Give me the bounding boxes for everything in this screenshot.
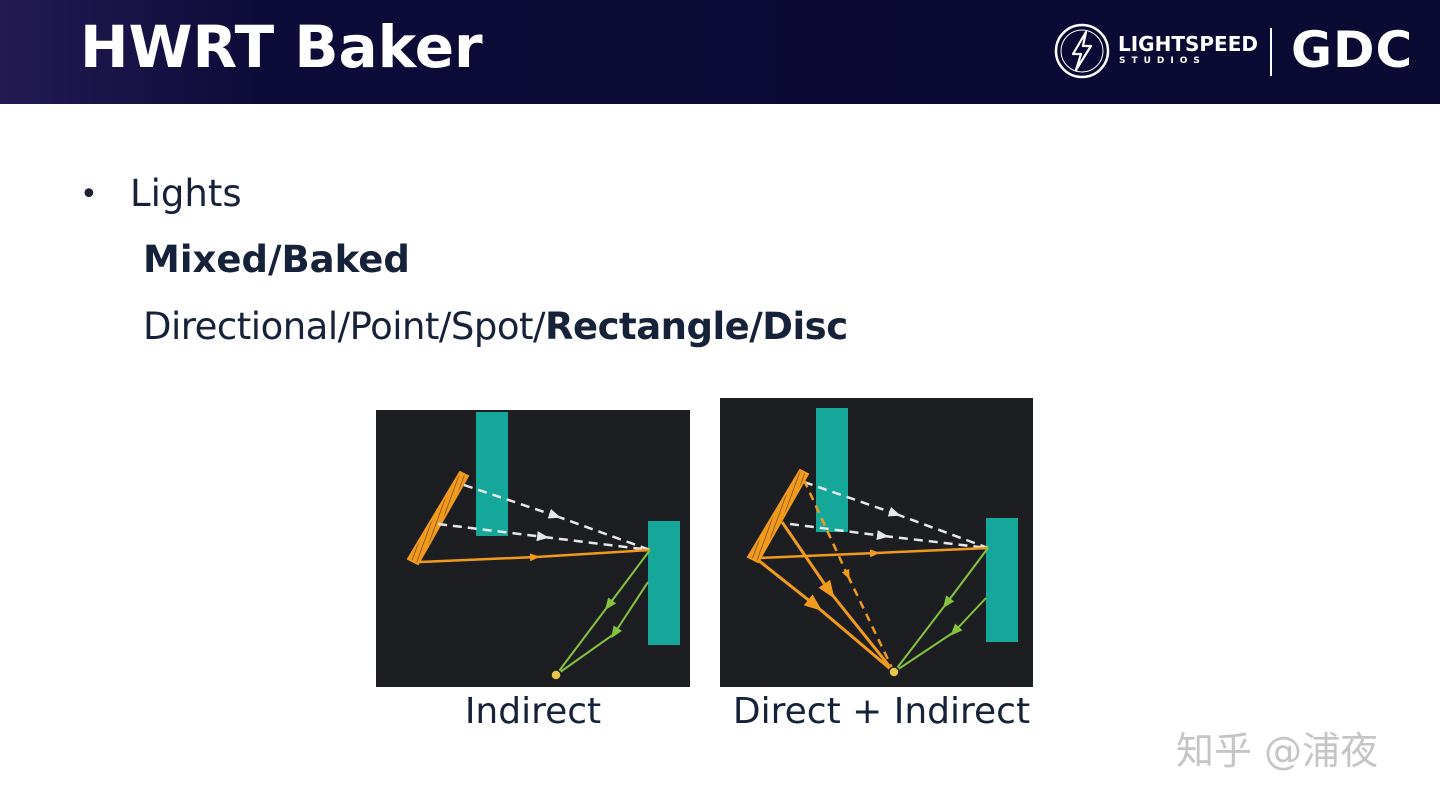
direct-ray-1b	[828, 591, 896, 673]
brand-name: LIGHTSPEED	[1118, 32, 1258, 56]
bounce-ray-2b	[555, 633, 615, 676]
brand-subtitle: STUDIOS	[1119, 56, 1206, 66]
subitem-light-types: Directional/Point/Spot/Rectangle/Disc	[143, 305, 848, 349]
bounce-ray-1b	[555, 605, 609, 676]
receiver-wall	[986, 518, 1018, 642]
bounce-ray-2	[950, 597, 987, 636]
subitem-mixed-baked: Mixed/Baked	[143, 238, 410, 281]
light-types-bold: Rectangle/Disc	[545, 305, 848, 348]
occluder-top	[476, 412, 508, 536]
bounce-ray-1	[605, 549, 651, 610]
direct-ray-2b	[815, 604, 895, 674]
bounce-ray-2	[611, 581, 649, 639]
area-light	[406, 470, 470, 566]
occluder-top	[816, 408, 848, 532]
figure-direct-indirect	[720, 398, 1033, 687]
bounce-ray-2b	[893, 631, 955, 673]
header-bar: HWRT Baker LIGHTSPEED STUDIOS GDC	[0, 0, 1440, 104]
slide-title: HWRT Baker	[80, 13, 483, 81]
light-types-regular: Directional/Point/Spot/	[143, 305, 546, 348]
figure-indirect	[376, 410, 690, 687]
shadow-ray-2	[789, 522, 889, 541]
shadow-ray-2	[437, 522, 549, 542]
light-ray-b	[875, 546, 989, 555]
shadow-ray-1b	[555, 514, 651, 552]
light-ray	[419, 553, 540, 564]
area-light	[746, 468, 810, 564]
light-ray-b	[535, 548, 651, 559]
caption-direct-indirect: Direct + Indirect	[732, 691, 1031, 732]
indirect-diagram	[406, 412, 680, 681]
watermark: 知乎 @浦夜	[1176, 729, 1379, 773]
light-ray	[759, 549, 880, 560]
shadow-ray-1	[463, 483, 561, 519]
receiver-wall	[648, 521, 680, 645]
bullet-lights: Lights	[130, 172, 242, 215]
direct-ray-dashed-b	[846, 575, 896, 673]
bounce-ray-1b	[893, 603, 947, 673]
direct-ray-dashed	[802, 479, 850, 580]
lightspeed-logo-icon	[1054, 23, 1110, 79]
caption-indirect: Indirect	[464, 691, 602, 732]
sample-point	[888, 666, 900, 678]
sample-point	[550, 669, 562, 681]
shadow-ray-2b	[883, 534, 989, 550]
direct-indirect-diagram	[746, 408, 1018, 678]
logo-divider	[1270, 28, 1272, 76]
direct-ray-1	[780, 521, 835, 599]
direct-ray-2	[757, 558, 823, 611]
shadow-ray-2b	[543, 535, 651, 552]
bullet-icon: •	[80, 177, 98, 212]
bounce-ray-1	[943, 547, 989, 608]
shadow-ray-1b	[895, 512, 989, 550]
gdc-logo: GDC	[1291, 21, 1414, 79]
shadow-ray-1	[803, 480, 901, 517]
